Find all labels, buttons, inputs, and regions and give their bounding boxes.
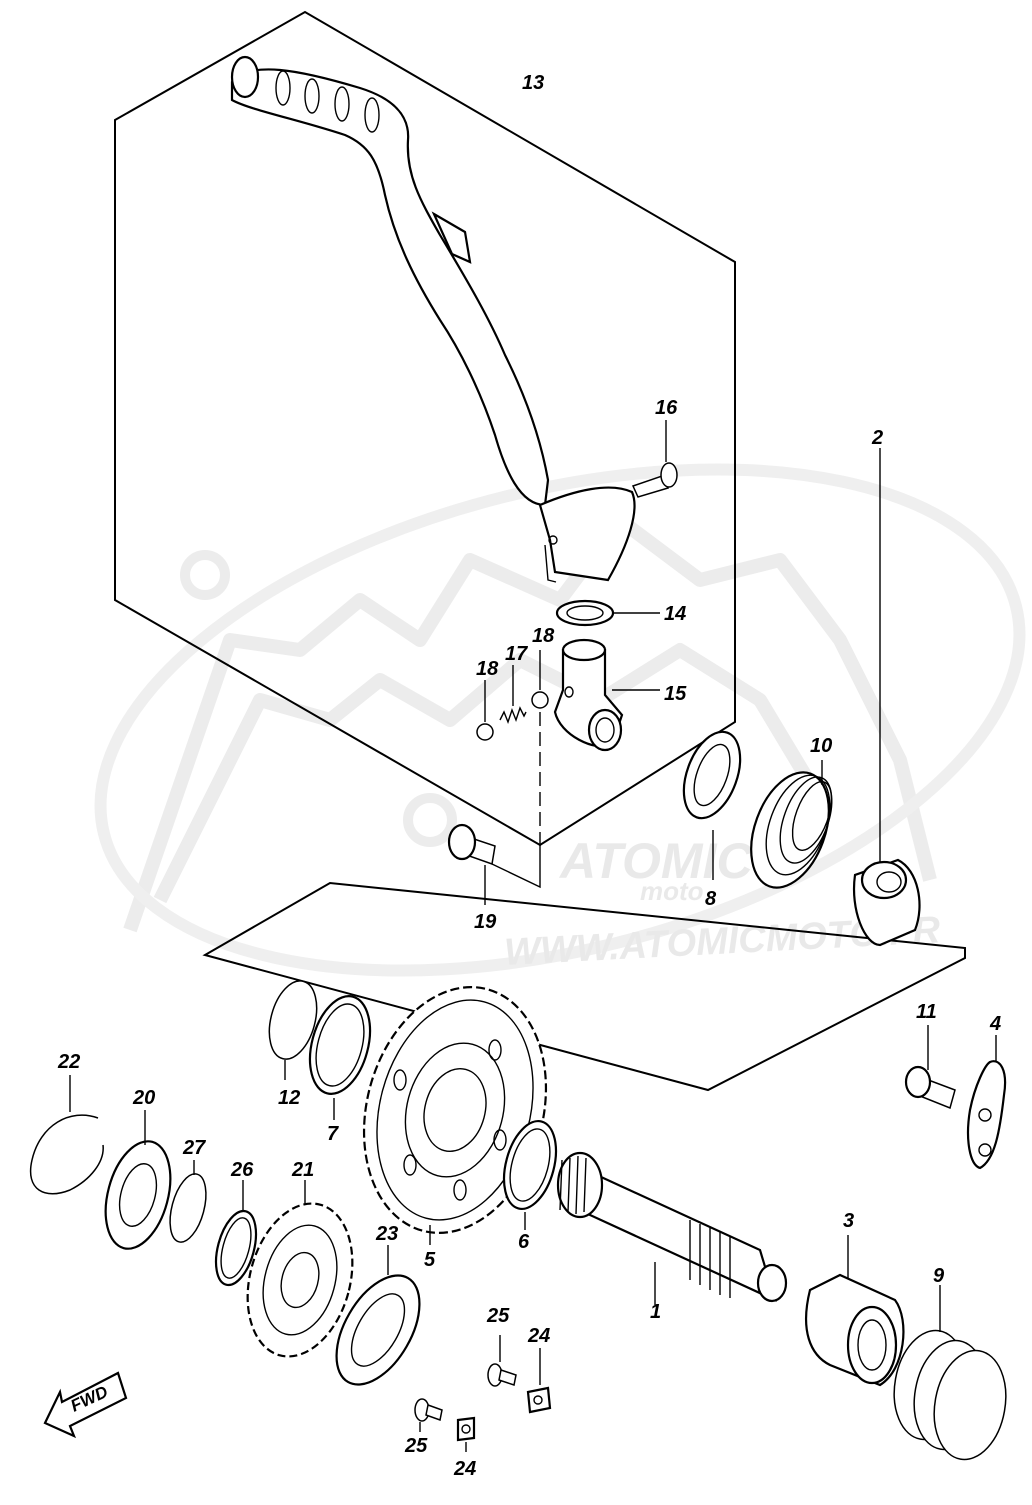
watermark-brand: ATOMIC [558,833,753,889]
ball-18-left [476,723,494,741]
callout-18-left: 18 [476,658,499,680]
gear-21 [246,1202,354,1358]
bolt-11 [904,1065,956,1110]
ratchet-3 [805,1273,905,1387]
circlip-22 [29,1114,104,1195]
callout-8: 8 [705,888,717,910]
callout-20: 20 [132,1087,155,1109]
kick-lever-assembly-frame [114,10,736,847]
stopper-plate-4 [966,1060,1007,1170]
callout-16: 16 [655,397,678,419]
callout-3: 3 [843,1210,854,1232]
kick-shaft-assembly-frame [202,881,966,1092]
fwd-direction-arrow [43,1371,128,1439]
lever-bolt-16 [631,462,678,498]
callout-12: 12 [278,1087,300,1109]
bolt-19 [447,823,496,866]
callout-4: 4 [989,1013,1001,1035]
watermark-logo [94,463,1026,977]
callout-21: 21 [291,1159,314,1181]
bolt-25-right [487,1363,517,1387]
return-spring-9 [893,1329,1007,1461]
washer-23 [335,1274,421,1386]
callout-1: 1 [650,1301,661,1323]
kick-lever [230,55,636,583]
callout-13: 13 [522,72,544,94]
ball-18-right [531,691,549,709]
bolt-25-left [414,1398,443,1422]
callout-25-left: 25 [404,1435,428,1457]
circlip-27 [169,1173,207,1243]
callout-11: 11 [916,1001,937,1023]
kick-gear-5 [362,986,548,1234]
spring-guide-2 [852,858,921,947]
kick-shaft-1 [556,1151,788,1303]
kick-boss-15 [553,638,624,752]
callout-2: 2 [871,427,883,449]
callout-17: 17 [505,643,528,665]
circlip-12 [268,980,318,1060]
washer-14 [555,599,615,627]
callout-22: 22 [57,1051,80,1073]
callout-24-left: 24 [453,1458,476,1480]
callout-15: 15 [664,683,687,705]
callout-7: 7 [327,1123,339,1145]
plate-20 [104,1140,172,1250]
oil-seal-8 [682,730,742,820]
callout-6: 6 [518,1231,530,1253]
callout-14: 14 [664,603,686,625]
callout-19: 19 [474,911,497,933]
washer-6 [502,1119,558,1211]
callout-23: 23 [375,1223,398,1245]
callout-5: 5 [424,1249,436,1271]
callout-27: 27 [182,1137,206,1159]
watermark-tagline: moto [640,876,704,906]
callout-10: 10 [810,735,832,757]
callout-18-right: 18 [532,625,555,647]
nut-24-left [456,1416,476,1442]
callout-26: 26 [230,1159,254,1181]
callout-9: 9 [933,1265,945,1287]
kick-spring-10 [750,771,833,889]
nut-24-right [526,1386,552,1414]
callout-24-right: 24 [527,1325,550,1347]
washer-26 [214,1209,258,1287]
spring-17 [499,706,527,725]
washer-7 [308,995,372,1095]
callout-25-right: 25 [486,1305,510,1327]
